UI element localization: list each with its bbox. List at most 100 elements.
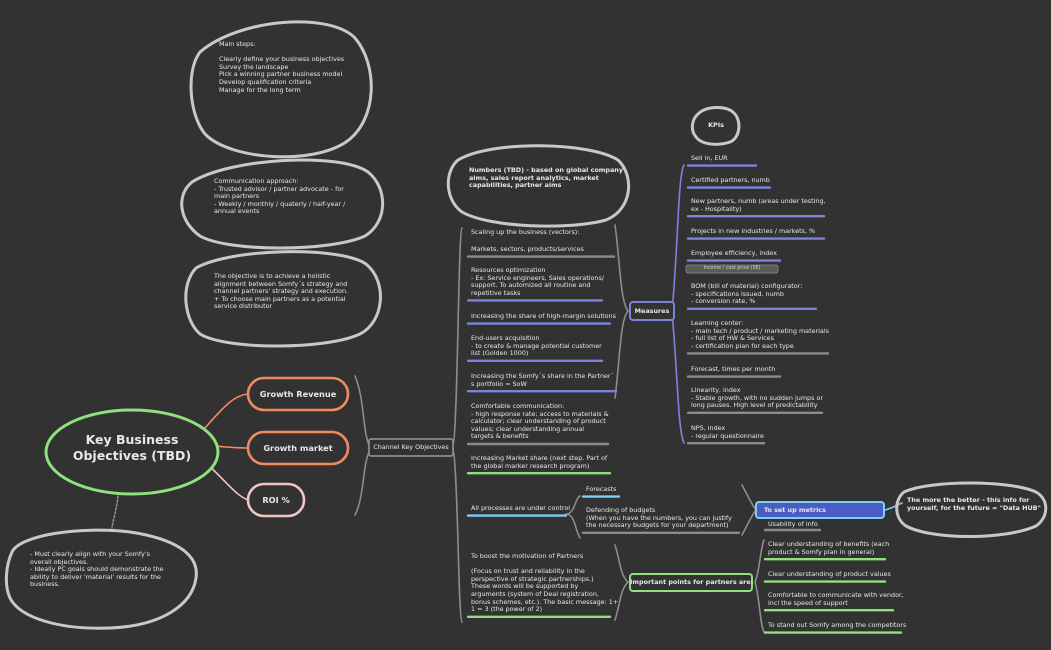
objective-line: support. To automized all routine and (471, 281, 591, 290)
align-line: - Ideally PC goals should demonstrate th… (30, 565, 164, 574)
objective-item[interactable]: All processes are under control (471, 504, 571, 513)
goal-roi[interactable]: ROI % (262, 495, 290, 505)
kpi-line: Projects in new industries / markets, % (691, 227, 816, 235)
objective-item[interactable]: Increasing Market share (next step. Part… (471, 454, 607, 470)
numbers-line: capabilities, partner aims (469, 181, 562, 190)
objective-line: End-users acquisition (471, 334, 540, 342)
main-steps-line: Survey the landscape (219, 62, 289, 71)
channel-objectives-node (368, 438, 454, 457)
kpi-line: ex - Hospitality) (691, 204, 742, 213)
kpi-line: Employee efficiency, index (691, 249, 777, 257)
main-steps-line: Develop qualification criteria (219, 77, 312, 86)
objective-line: All processes are under control (471, 504, 571, 512)
process-line: (When you have the numbers, you can just… (586, 513, 732, 522)
main-steps-bubble (189, 20, 373, 159)
kpi-item[interactable]: Employee efficiency, index (691, 249, 777, 258)
kpi-line: - full list of HW & Services (691, 334, 774, 343)
objective-line: - Ex: Service engineers, Sales operation… (471, 273, 604, 282)
kpi-item[interactable]: New partners, numb (areas under testing,… (691, 197, 826, 213)
kpi-line: - main tech / product / marketing materi… (691, 326, 829, 335)
kpi-item[interactable]: Projects in new industries / markets, % (691, 227, 816, 236)
important-points-label[interactable]: Important points for partners are: (630, 578, 754, 586)
kpi-item[interactable]: Forecast, times per month (691, 365, 775, 374)
main-steps-line: Clearly define your business objectives (219, 55, 345, 64)
align-line: business. (30, 580, 60, 589)
objective-line: Comfortable communication: (471, 402, 565, 410)
objective-line: perspective of strategic partnerships.) (471, 574, 594, 583)
goal-growth-market[interactable]: Growth market (263, 443, 333, 453)
align-bubble (4, 528, 198, 630)
kpi-line: long pauses. High level of predictabilit… (691, 401, 818, 410)
communication-line: Communication approach: (214, 177, 299, 185)
set-up-metrics-label[interactable]: To set up metrics (764, 506, 826, 514)
objective-item[interactable]: Increasing the share of high-margin solu… (471, 312, 616, 321)
objective-line: channel partners' strategy and execution… (214, 287, 349, 296)
data-hub-line: yourself, for the future = "Data HUB" (907, 503, 1041, 512)
objective-line: repetitive tasks (471, 288, 521, 297)
objective-line: - high response rate; access to material… (471, 409, 609, 418)
kpi-item[interactable]: Sell in, EUR (691, 154, 728, 163)
communication-line: - Weekly / monthly / quaterly / half-yea… (214, 199, 346, 208)
central-node (44, 408, 220, 496)
kpi-item[interactable]: BOM (bill of material) configurator:- sp… (691, 282, 803, 306)
align-line: ability to deliver 'material' results fo… (30, 572, 161, 581)
channel-objectives-label[interactable]: Channel Key Objectives (373, 443, 449, 451)
kpi-line: - specifications issued, numb (691, 289, 784, 298)
objective-item[interactable]: Scaling up the business (vectors): (471, 228, 580, 237)
objective-line: To boost the motivation of Partners (471, 552, 584, 560)
partner-point-item[interactable]: Comfortable to communicate with vendor,i… (768, 591, 904, 607)
objective-line: Scaling up the business (vectors): (471, 228, 580, 236)
partner-point-item[interactable]: To stand out Somfy among the competitors (768, 621, 907, 630)
topic-underlines (466, 164, 903, 634)
partner-point-line: To stand out Somfy among the competitors (768, 621, 907, 629)
partner-point-line: product & Somfy plan in general) (768, 547, 875, 556)
objective-bubble (184, 250, 382, 348)
objective-line: bonus schemes, etc.). The basic message:… (471, 597, 619, 606)
main-steps-line: Main steps: (219, 40, 256, 48)
objective-item[interactable]: To boost the motivation of Partners (Focu… (471, 552, 619, 614)
kpi-item[interactable]: Linearity, index- Stable growth, with no… (691, 386, 823, 410)
objective-item[interactable]: Resources optimization- Ex: Service engi… (471, 266, 604, 297)
kpi-item[interactable]: Certified partners, numb (691, 176, 770, 185)
objective-line: (Focus on trust and reliability in the (471, 567, 585, 576)
kpi-line: Certified partners, numb (691, 176, 770, 184)
partner-point-item[interactable]: Clear understanding of product values (768, 570, 891, 579)
process-item[interactable]: Forecasts (586, 485, 616, 494)
align-line: overall objectives. (30, 557, 89, 566)
important-points-node (629, 573, 753, 592)
communication-line: - Trusted advisor / partner advocate - f… (214, 184, 344, 193)
objective-item[interactable]: Markets, sectors, products/services (471, 245, 584, 254)
objective-line: Resources optimization (471, 266, 546, 274)
data-hub-bubble (895, 481, 1048, 538)
goal-growth-revenue[interactable]: Growth Revenue (259, 389, 337, 399)
objective-line: Increasing the Somfy´s share in the Part… (471, 372, 614, 380)
measures-label[interactable]: Measures (634, 307, 670, 315)
goal-node-roi (246, 482, 306, 518)
objective-item[interactable]: Increasing the Somfy´s share in the Part… (471, 372, 614, 388)
kpi-line: Sell in, EUR (691, 154, 728, 162)
main-steps-line: Pick a winning partner business model (219, 70, 343, 79)
kpi-item[interactable]: NPS, index- regular questionnaire (691, 424, 764, 440)
kpi-item[interactable]: Learning center:- main tech / product / … (691, 319, 829, 350)
objective-line: calculator; clear understanding of produ… (471, 417, 606, 426)
income-tag: Income / cost price (SE) (703, 266, 761, 271)
kpi-line: BOM (bill of material) configurator: (691, 282, 803, 290)
goal-node-growth-revenue (246, 376, 350, 412)
numbers-bubble (446, 144, 631, 228)
objective-line: The objective is to achieve a holistic (214, 272, 331, 280)
partner-point-line: Clear understanding of benefits (each (768, 540, 890, 548)
objective-line: These words will be supported by (471, 582, 579, 591)
kpis-bubble (690, 106, 741, 146)
objective-item[interactable]: End-users acquisition- to create & manag… (471, 334, 602, 358)
objective-item[interactable]: Comfortable communication:- high respons… (471, 402, 609, 441)
process-item[interactable]: Defending of budgets(When you have the n… (586, 506, 732, 530)
process-line: the necessary budgets for your departmen… (586, 521, 729, 530)
objective-line: arguments (system of Deal registration, (471, 589, 599, 598)
objective-line: Markets, sectors, products/services (471, 245, 584, 253)
objective-line: - to create & manage potential customer (471, 341, 602, 350)
main-steps-note: Main steps: Clearly define your business … (219, 40, 345, 94)
align-line: - Must clearly align with your Somfy's (30, 550, 150, 558)
